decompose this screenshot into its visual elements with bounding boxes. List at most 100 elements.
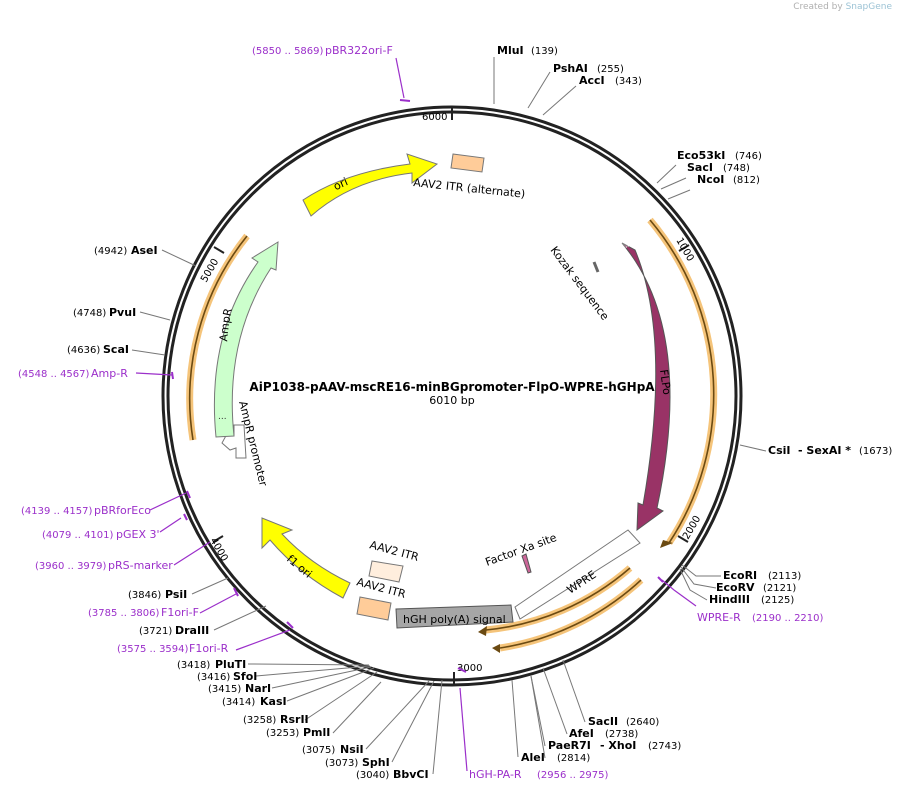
feature-aav2-itr-alternate	[450, 153, 485, 173]
snapgene-brand: SnapGene	[845, 2, 892, 12]
primer-f1ori-f: F1ori-F	[161, 606, 199, 619]
site-pvui: PvuI	[109, 306, 136, 319]
site-nari-pos: (3415)	[208, 684, 241, 695]
site-ecori: EcoRI	[723, 569, 757, 582]
primer-hgh-pa-r: hGH-PA-R	[469, 768, 522, 781]
site-acci: AccI	[579, 74, 605, 87]
site-nsii-pos: (3075)	[302, 745, 335, 756]
site-xhoi-pos: (2743)	[648, 741, 681, 752]
site-asei: AseI	[131, 244, 158, 257]
feature-factor-xa-site	[521, 553, 532, 574]
site-acci-pos: (343)	[615, 76, 642, 87]
orf-arrowhead-2	[478, 626, 487, 636]
feature-hgh-polya-signal	[395, 604, 514, 629]
site-afei: AfeI	[569, 727, 594, 740]
feature-aav2-itr-second-label: AAV2 ITR	[368, 538, 420, 564]
primer-pbrforeco-range: (4139 .. 4157)	[21, 506, 93, 517]
site-kasi-pos: (3414)	[222, 697, 255, 708]
tick-label-6000: 6000	[422, 112, 447, 123]
site-pmli: PmlI	[303, 726, 330, 739]
site-sacii: SacII	[588, 715, 618, 728]
site-kasi: KasI	[260, 695, 287, 708]
site-nari: NarI	[245, 682, 271, 695]
feature-factor-xa-site-label: Factor Xa site	[484, 531, 559, 569]
feature-flpo-hatch	[617, 231, 638, 250]
feature-flpo-arrow	[621, 242, 671, 532]
site-alei: AleI	[521, 751, 545, 764]
feature-aav2-itr-second	[368, 560, 404, 583]
primer-pgex3-range: (4079 .. 4101)	[42, 530, 114, 541]
site-sacii-pos: (2640)	[626, 717, 659, 728]
site-psii-pos: (3846)	[128, 590, 161, 601]
primer-pbr322ori-f-range: (5850 .. 5869)	[252, 46, 324, 57]
site-bbvci: BbvCI	[393, 768, 429, 781]
feature-ori-label: ori	[331, 175, 350, 193]
site-pluti-pos: (3418)	[177, 660, 210, 671]
feature-ampr-arrow	[213, 241, 279, 438]
site-pvui-pos: (4748)	[73, 308, 106, 319]
site-csii: CsiI	[768, 444, 790, 457]
primer-f1ori-r: F1ori-R	[189, 642, 229, 655]
site-pshai-pos: (255)	[597, 64, 624, 75]
site-nsii: NsiI	[340, 743, 364, 756]
tick-label-4000: 4000	[207, 536, 229, 564]
primer-f1ori-f-range: (3785 .. 3806)	[88, 608, 160, 619]
feature-aav2-itr	[356, 596, 392, 621]
tick-marks	[212, 107, 690, 684]
site-ecorv: EcoRV	[716, 581, 755, 594]
feature-flpo-label: FLPo	[657, 369, 673, 396]
feature-kozak-sequence	[592, 261, 600, 273]
feature-hgh-polya-signal-label: hGH poly(A) signal	[403, 613, 506, 626]
site-draiii: DraIII	[175, 624, 209, 637]
primer-amp-r: Amp-R	[91, 367, 128, 380]
site-ncoi-pos: (812)	[733, 175, 760, 186]
site-xhoi: - XhoI	[600, 739, 636, 752]
orf-arcs	[186, 217, 718, 652]
feature-ori-arrow	[302, 153, 439, 217]
site-saci: SacI	[687, 161, 713, 174]
feature-f1ori-arrow	[261, 517, 351, 599]
primer-leader-lines	[135, 57, 697, 772]
site-pshai: PshAI	[553, 62, 588, 75]
primer-f1ori-r-range: (3575 .. 3594)	[117, 644, 189, 655]
site-pmli-pos: (3253)	[266, 728, 299, 739]
site-draiii-pos: (3721)	[139, 626, 172, 637]
primer-hgh-pa-r-range: (2956 .. 2975)	[537, 770, 609, 781]
site-asei-pos: (4942)	[94, 246, 127, 257]
primer-wpre-r: WPRE-R	[697, 611, 741, 624]
snapgene-credit: Created by SnapGene	[793, 2, 892, 12]
site-ncoi: NcoI	[697, 173, 724, 186]
site-saci-pos: (748)	[723, 163, 750, 174]
site-mlui-pos: (139)	[531, 46, 558, 57]
site-pluti: PluTI	[215, 658, 246, 671]
site-ecori-pos: (2113)	[768, 571, 801, 582]
site-ecorv-pos: (2121)	[763, 583, 796, 594]
site-rsrii-pos: (3258)	[243, 715, 276, 726]
feature-kozak-sequence-label: Kozak sequence	[548, 244, 612, 323]
primer-pbrforeco: pBRforEco	[94, 504, 151, 517]
plasmid-name: AiP1038-pAAV-mscRE16-minBGpromoter-FlpO-…	[249, 380, 655, 394]
site-sfoi-pos: (3416)	[197, 672, 230, 683]
site-eco53ki: Eco53kI	[677, 149, 725, 162]
plasmid-size: 6010 bp	[429, 394, 474, 407]
primer-amp-r-range: (4548 .. 4567)	[18, 369, 90, 380]
site-bbvci-pos: (3040)	[356, 770, 389, 781]
site-alei-pos: (2814)	[557, 753, 590, 764]
site-sexai: - SexAI *	[798, 444, 851, 457]
primer-wpre-r-range: (2190 .. 2210)	[752, 613, 824, 624]
credit-prefix: Created by	[793, 2, 843, 12]
site-psii: PsiI	[165, 588, 187, 601]
site-leader-lines	[131, 57, 767, 775]
feature-ampr-dots: ...	[218, 412, 227, 422]
site-eco53ki-pos: (746)	[735, 151, 762, 162]
site-paer7i: PaeR7I	[548, 739, 591, 752]
site-scai: ScaI	[103, 343, 129, 356]
primer-pbr322ori-f: pBR322ori-F	[325, 44, 393, 57]
site-sphi-pos: (3073)	[325, 758, 358, 769]
primer-pgex3: pGEX 3'	[116, 528, 160, 541]
orf-arrowhead-3	[492, 644, 500, 653]
feature-wpre	[514, 529, 641, 620]
site-mlui: MluI	[497, 44, 524, 57]
tick-label-3000: 3000	[457, 663, 482, 674]
